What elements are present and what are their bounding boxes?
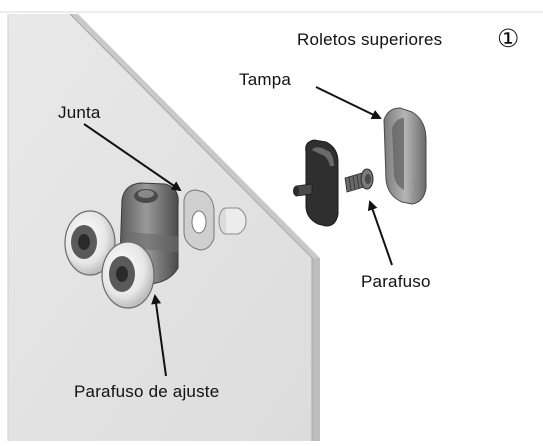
- step-number-badge: ①: [497, 25, 520, 53]
- spacer-cylinder: [218, 207, 247, 235]
- label-junta: Junta: [58, 103, 101, 122]
- arrow-junta: [83, 123, 182, 192]
- arrow-tampa: [315, 86, 382, 120]
- label-parafuso: Parafuso: [361, 272, 431, 291]
- label-tampa: Tampa: [239, 70, 292, 89]
- gasket-washer: [183, 189, 215, 251]
- arrow-parafuso-ajuste: [151, 294, 167, 377]
- arrow-parafuso: [367, 200, 393, 266]
- label-parafuso-de-ajuste: Parafuso de ajuste: [74, 382, 220, 401]
- door-panel-side-edge: [312, 258, 320, 441]
- roller-assembly: [64, 182, 179, 309]
- cap-cover: [383, 107, 427, 205]
- screw: [344, 168, 374, 193]
- diagram-title: Roletos superiores: [297, 30, 443, 49]
- base-plate: [293, 139, 339, 227]
- door-panel-top-edge: [70, 14, 320, 258]
